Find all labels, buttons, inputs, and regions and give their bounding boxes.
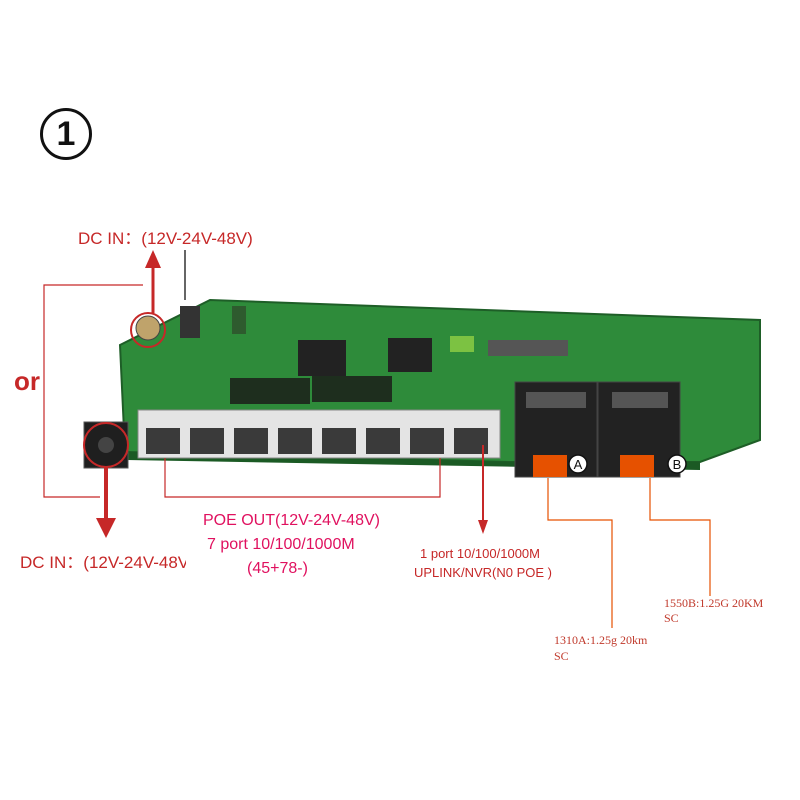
dc-in-bottom-label: DC IN：(12V-24V-48V	[20, 553, 186, 572]
fiber-b-type-label: SC	[664, 611, 679, 625]
port-b-letter: B	[673, 457, 682, 472]
uplink-port-label: 1 port 10/100/1000M	[420, 546, 540, 561]
step-number-badge: 1	[40, 108, 92, 160]
poe-ports-bracket	[164, 458, 441, 498]
fiber-b-spec-label: 1550B:1.25G 20KM	[664, 596, 764, 610]
inductor	[232, 306, 246, 334]
arrow-down-head	[96, 518, 116, 538]
fiber-b-label-plate	[612, 392, 668, 408]
or-bracket	[43, 284, 143, 498]
fiber-b-sc-port	[620, 455, 654, 477]
uplink-nvr-label: UPLINK/NVR(N0 POE )	[414, 565, 552, 580]
capacitor-1	[135, 315, 161, 341]
arrow-uplink-head	[478, 520, 488, 534]
rj45-port-5	[322, 428, 356, 454]
capacitor-2	[180, 306, 200, 338]
fiber-a-type-label: SC	[554, 649, 569, 663]
fiber-a-sc-port	[533, 455, 567, 477]
poe-ports-label: 7 port 10/100/1000M	[207, 536, 355, 553]
step-number: 1	[56, 114, 76, 153]
rj45-port-2	[190, 428, 224, 454]
dc-in-top-label: DC IN：(12V-24V-48V)	[78, 229, 253, 248]
rj45-port-3	[234, 428, 268, 454]
poe-polarity-label: (45+78-)	[247, 560, 308, 577]
transformer-2	[312, 376, 392, 402]
connector-green	[450, 336, 474, 352]
dc-jack-hole	[98, 437, 114, 453]
header-pins	[488, 340, 568, 356]
rj45-port-6	[366, 428, 400, 454]
arrow-up-head	[145, 250, 161, 268]
fiber-a-spec-label: 1310A:1.25g 20km	[554, 633, 648, 647]
fiber-a-leader	[547, 478, 613, 628]
chip-main	[298, 340, 346, 376]
port-a-marker	[568, 454, 588, 474]
poe-out-label: POE OUT(12V-24V-48V)	[203, 512, 380, 529]
rj45-port-4	[278, 428, 312, 454]
transformer-1	[230, 378, 310, 404]
fiber-a-label-plate	[526, 392, 586, 408]
port-a-letter: A	[574, 457, 583, 472]
chip-secondary	[388, 338, 432, 372]
dc-highlight-circle-top	[130, 312, 166, 348]
port-b-marker	[667, 454, 687, 474]
fiber-b-leader	[649, 478, 711, 596]
rj45-port-1	[146, 428, 180, 454]
rj45-port-7	[410, 428, 444, 454]
or-label: or	[14, 366, 40, 396]
